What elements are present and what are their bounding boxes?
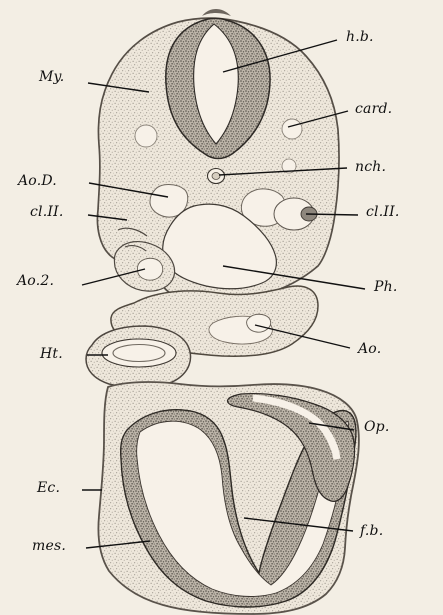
label-ao: Ao. xyxy=(358,342,381,356)
label-cl2-right: cl.II. xyxy=(366,205,399,219)
notochord-core xyxy=(212,173,220,180)
ao2-cavity xyxy=(137,258,162,280)
label-ec: Ec. xyxy=(37,481,60,495)
cardinal-vein-left xyxy=(135,125,157,147)
label-fb: f.b. xyxy=(360,524,383,538)
small-upper-neural-notch xyxy=(202,9,231,16)
label-op: Op. xyxy=(364,420,390,434)
aorta-cavity xyxy=(247,314,271,332)
label-mes: mes. xyxy=(32,539,66,553)
label-ao2: Ao.2. xyxy=(17,274,54,288)
label-ht: Ht. xyxy=(40,347,63,361)
label-nch: nch. xyxy=(355,160,386,174)
label-card: card. xyxy=(355,102,392,116)
label-my: My. xyxy=(39,70,64,84)
label-hb: h.b. xyxy=(346,30,374,44)
label-ph: Ph. xyxy=(374,280,398,294)
cardinal-vein-right xyxy=(282,119,302,139)
label-cl2-left: cl.II. xyxy=(30,205,63,219)
label-aod: Ao.D. xyxy=(18,174,57,188)
cl2r-leader xyxy=(306,214,358,215)
